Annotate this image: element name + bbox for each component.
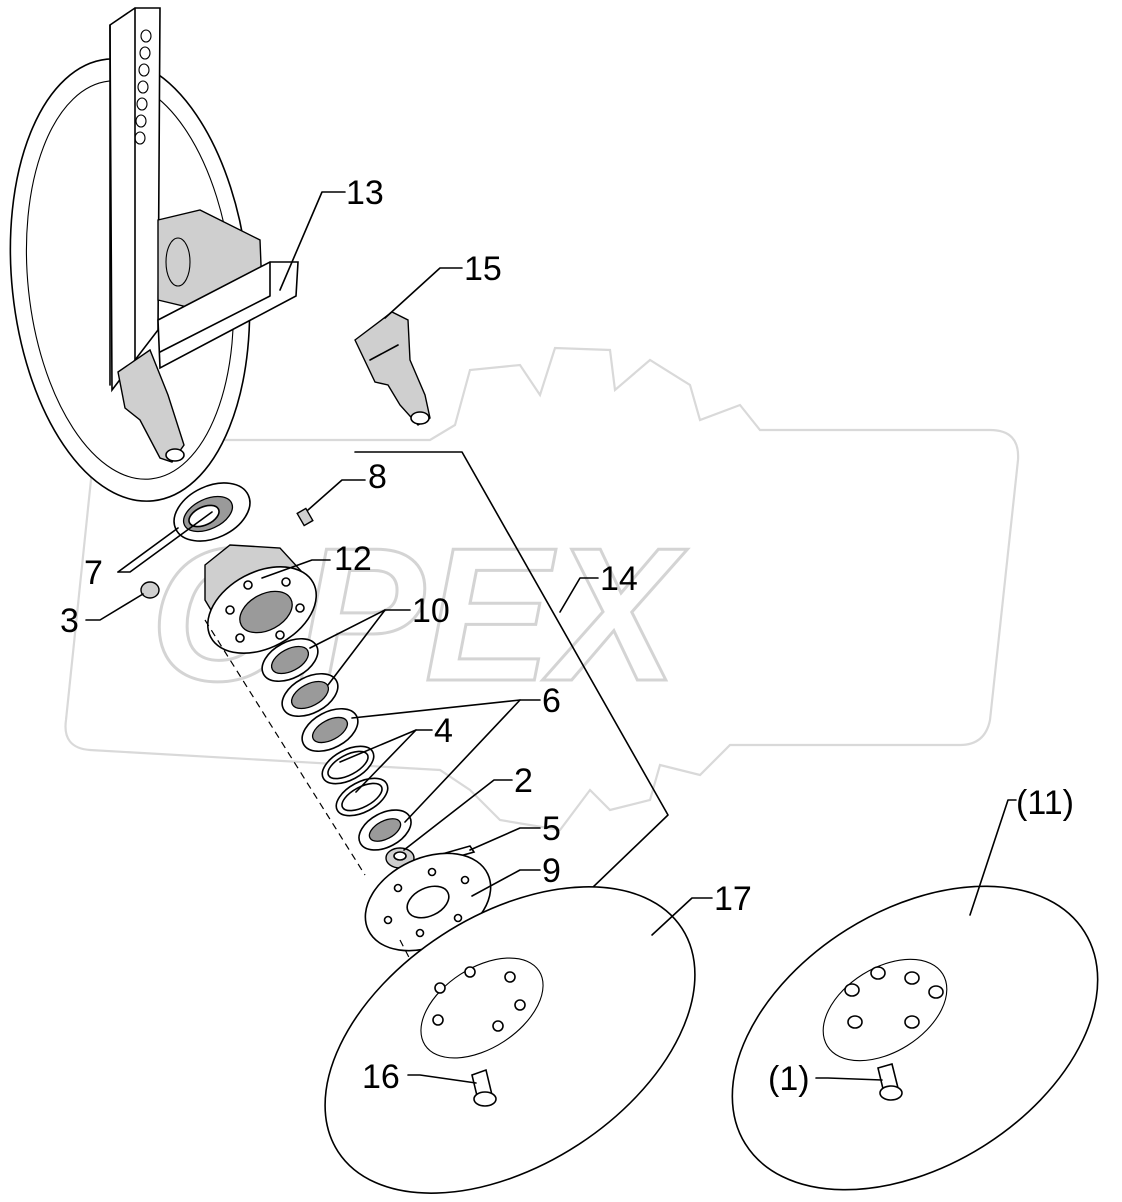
hub-stack xyxy=(140,482,492,1076)
label-5: 5 xyxy=(542,810,561,848)
label-6: 6 xyxy=(542,682,561,720)
label-10: 10 xyxy=(412,592,450,630)
frame-spindle xyxy=(117,348,185,463)
label-1: (1) xyxy=(768,1060,810,1098)
disc-17 xyxy=(324,886,696,1194)
assembly-axis xyxy=(204,619,366,876)
seal-6-upper xyxy=(301,707,359,753)
label-2: 2 xyxy=(514,762,533,800)
label-14: 14 xyxy=(600,560,638,598)
label-17: 17 xyxy=(714,880,752,918)
label-13: 13 xyxy=(346,174,384,212)
frame-assembly xyxy=(9,7,299,502)
bearing-10-a xyxy=(261,637,319,683)
part-labels: 13 15 8 12 7 14 10 3 6 4 2 (11) 5 9 17 1… xyxy=(60,174,1074,1098)
label-16: 16 xyxy=(362,1058,400,1096)
horizontal-arm xyxy=(157,261,299,370)
label-15: 15 xyxy=(464,250,502,288)
circlip-4-a xyxy=(321,745,375,785)
hub-12 xyxy=(204,544,318,655)
leader-lines xyxy=(85,191,1017,1084)
bolt-1 xyxy=(877,1063,903,1101)
label-12: 12 xyxy=(334,540,372,578)
bolt-16 xyxy=(471,1068,497,1107)
label-11: (11) xyxy=(1016,784,1074,822)
bracket-outline-14 xyxy=(354,451,669,891)
disc-11 xyxy=(731,885,1099,1191)
circlip-4-b xyxy=(335,777,389,817)
label-3: 3 xyxy=(60,602,79,640)
label-4: 4 xyxy=(434,712,453,750)
bar-holes xyxy=(134,29,152,145)
spindle-15 xyxy=(354,311,431,426)
label-7: 7 xyxy=(84,554,103,592)
label-8: 8 xyxy=(368,458,387,496)
label-9: 9 xyxy=(542,852,561,890)
nut-3 xyxy=(140,581,160,599)
grease-nipple-8 xyxy=(296,507,314,527)
